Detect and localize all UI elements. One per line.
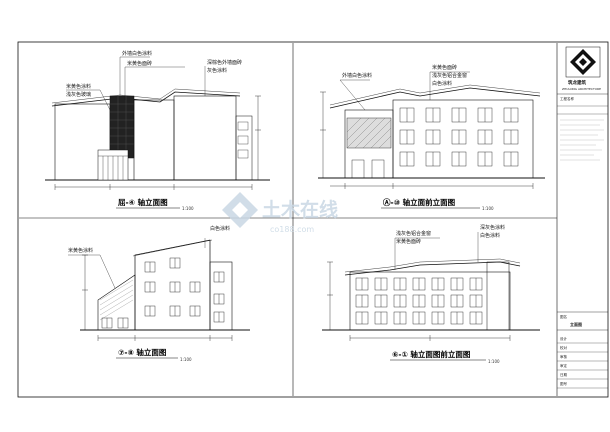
title-block-row-label: 图号 (560, 381, 568, 386)
watermark-text: 土木在线 (262, 198, 338, 221)
project-label: 工程名称 (560, 96, 574, 101)
elevation-1: 外墙白色涂料 米黄色面砖 米黄色涂料 浅灰色玻璃 深棕色外墙面砖 灰色涂料 屈-… (45, 50, 270, 211)
elevation-3-title: ⑦-⑧ 轴立面图 (118, 347, 167, 357)
watermark-subtext: co188.com (270, 225, 314, 234)
drawing-label: 图名 (560, 314, 567, 319)
elevation-2: 外墙白色涂料 米黄色面砖 浅灰色铝合金窗 白色涂料 Ⓐ-⑩ 轴立面前立面图 1:… (318, 64, 545, 211)
elevation-3: 米黄色涂料 白色涂料 ⑦-⑧ 轴立面图 1:100 (68, 225, 250, 362)
elevation-1-title: 屈-④ 轴立面图 (118, 197, 168, 207)
title-block: 筑龙建筑 ZHULONG ARCHITECTURE 工程名称 图名 立面图 设计… (557, 46, 608, 389)
company-logo (565, 46, 601, 78)
company-name-en: ZHULONG ARCHITECTURE (562, 87, 601, 91)
sheet-border (17, 41, 609, 398)
title-block-row-label: 日期 (560, 372, 568, 377)
title-block-row-label: 校对 (560, 345, 568, 350)
elevation-3-scale: 1:100 (180, 357, 192, 362)
elevation-4-note-3: 深灰色涂料 (480, 224, 505, 231)
elevation-1-note-2: 米黄色面砖 (127, 60, 152, 67)
watermark: 土木在线 co188.com (222, 192, 338, 234)
elevation-4-title: ⑥-① 轴立面图前立面图 (392, 349, 471, 359)
elevation-4-scale: 1:100 (488, 359, 500, 364)
elevation-4-note-2: 米黄色面砖 (396, 238, 421, 245)
elevation-3-note-1: 米黄色涂料 (68, 247, 93, 254)
title-block-row-label: 设计 (560, 336, 568, 341)
elevation-1-note-1: 外墙白色涂料 (122, 50, 152, 57)
elevation-1-note-3: 米黄色涂料 (66, 83, 91, 90)
company-name: 筑龙建筑 (567, 79, 586, 86)
elevation-2-note-4: 白色涂料 (432, 80, 452, 87)
elevation-1-scale: 1:100 (182, 206, 194, 211)
drawing-name: 立面图 (570, 321, 582, 327)
elevation-1-note-6: 灰色涂料 (207, 67, 227, 74)
elevation-4-note-4: 白色涂料 (480, 232, 500, 239)
elevation-2-note-3: 浅灰色铝合金窗 (432, 72, 467, 79)
elevation-2-title: Ⓐ-⑩ 轴立面前立面图 (383, 197, 456, 207)
elevation-1-note-4: 浅灰色玻璃 (66, 91, 91, 98)
watermark-logo (222, 192, 258, 228)
title-block-row-label: 审定 (560, 363, 568, 368)
elevation-2-note-1: 外墙白色涂料 (342, 72, 372, 79)
elevation-2-note-2: 米黄色面砖 (432, 64, 457, 71)
elevation-1-note-5: 深棕色外墙面砖 (207, 59, 242, 66)
title-block-row-label: 审核 (560, 354, 568, 359)
elevation-4-note-1: 浅灰色铝合金窗 (396, 230, 431, 237)
elevation-3-note-2: 白色涂料 (210, 225, 230, 232)
elevation-4: 浅灰色铝合金窗 米黄色面砖 深灰色涂料 白色涂料 ⑥-① 轴立面图前立面图 1:… (322, 224, 540, 364)
elevation-2-scale: 1:100 (482, 206, 494, 211)
